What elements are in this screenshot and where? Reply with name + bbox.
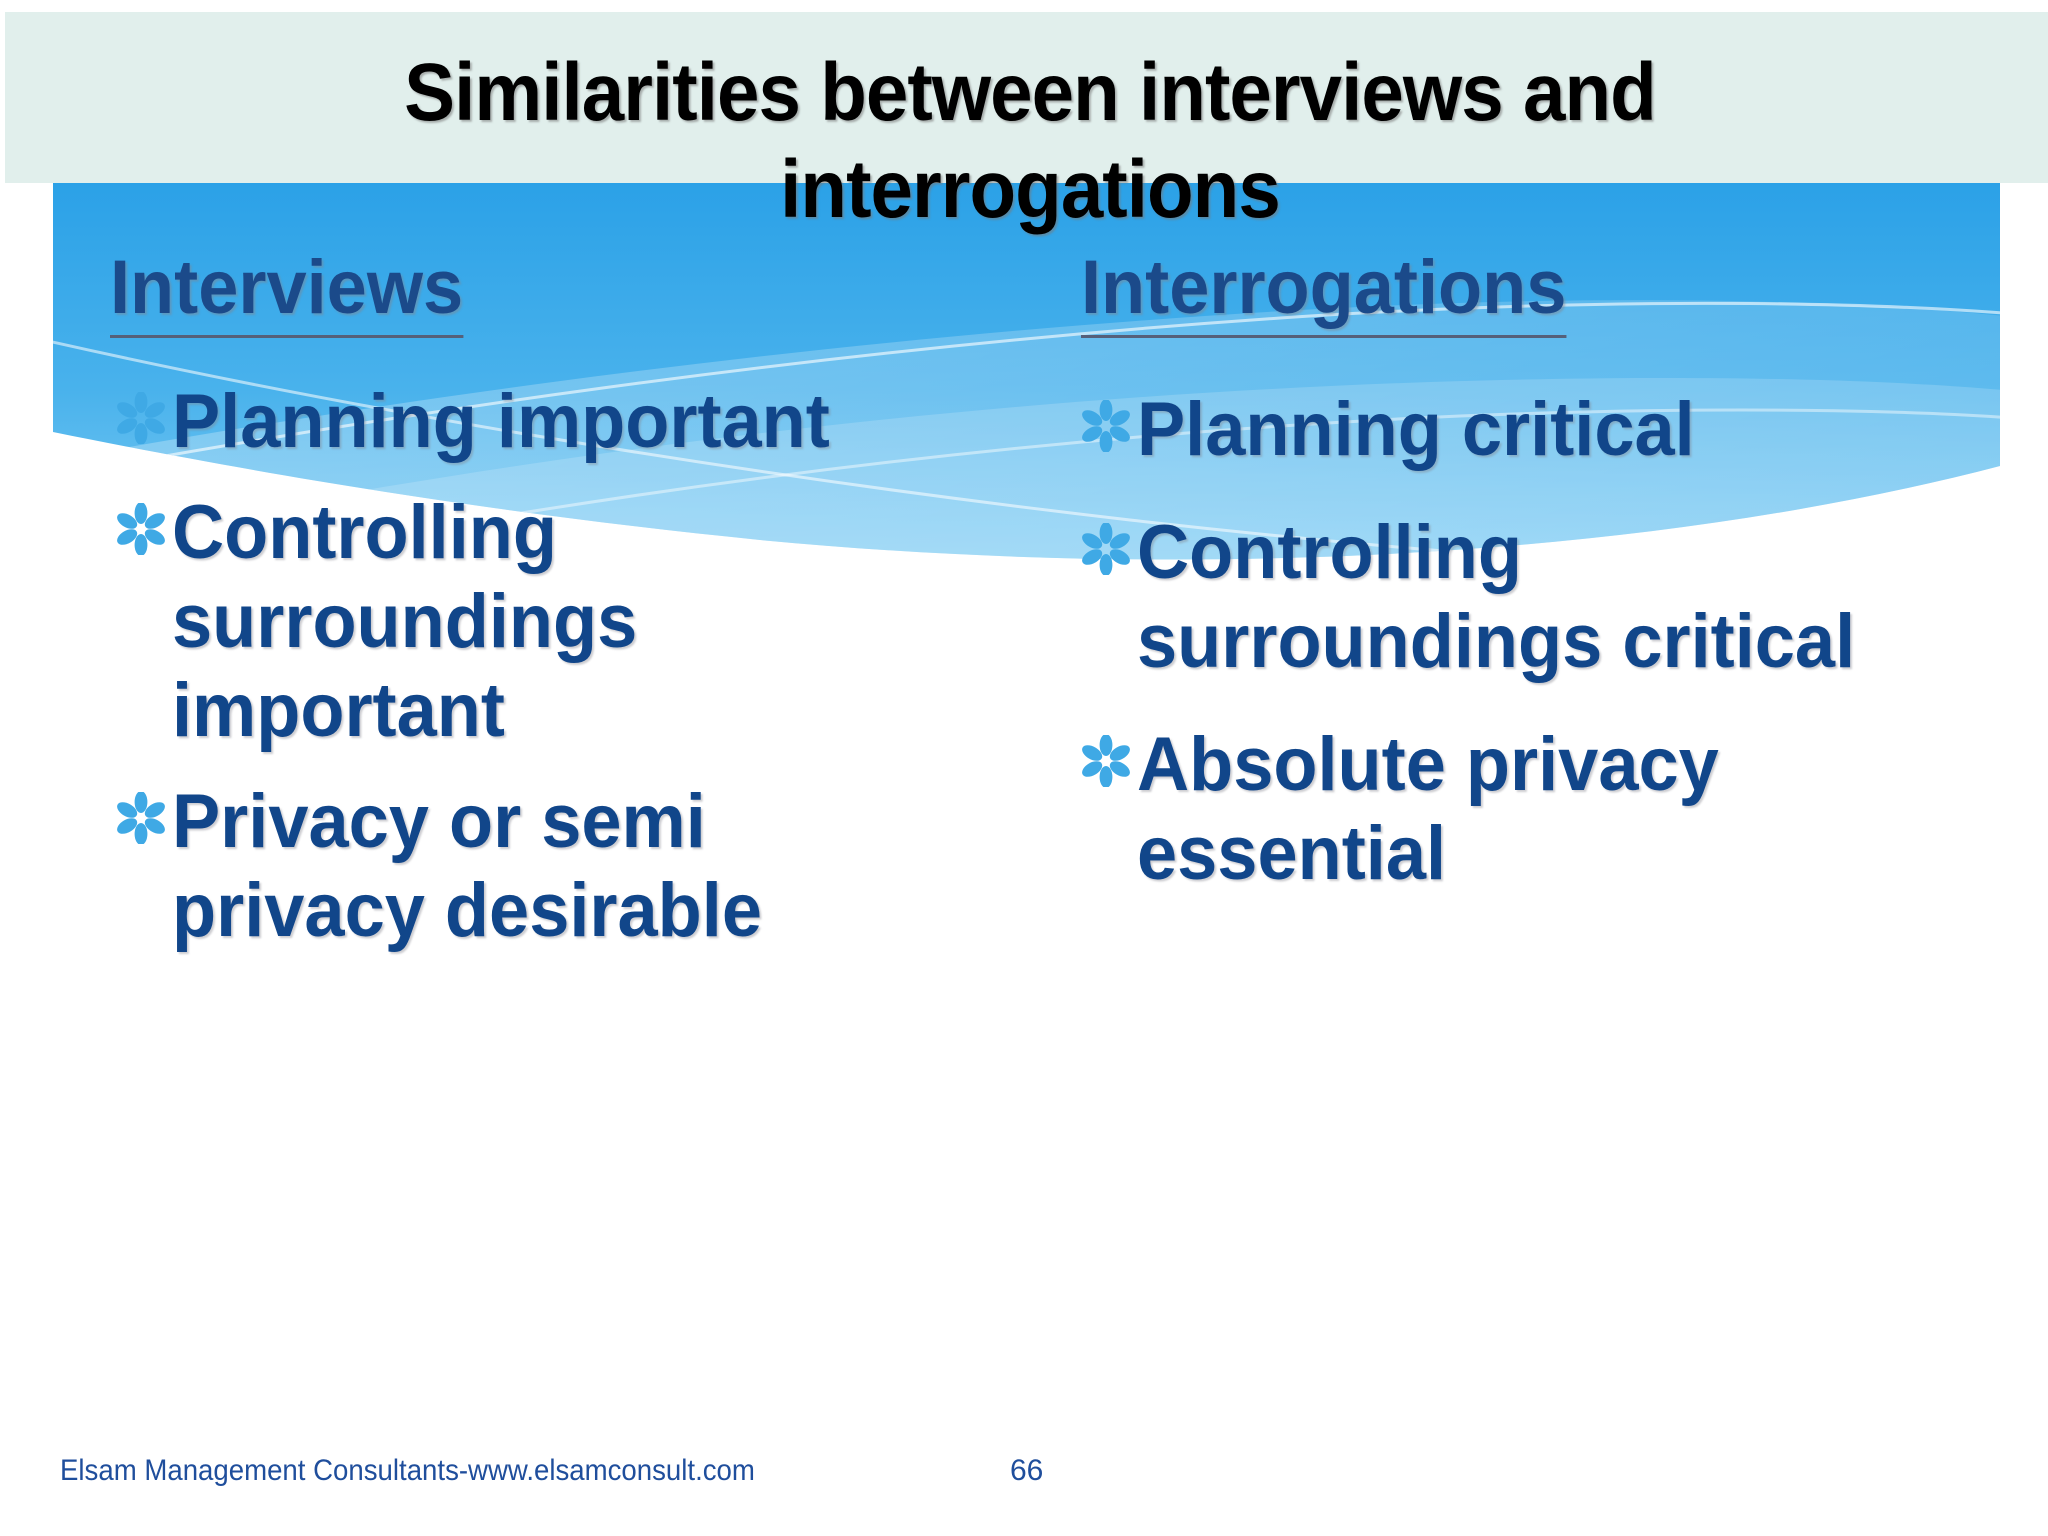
list-item: Absolute privacy essential [1075,721,2028,899]
column-interrogations: Interrogations [1020,250,2048,1400]
asterisk-flower-icon [110,791,172,844]
asterisk-flower-icon [110,502,172,555]
slide-footer: Elsam Management Consultants-www.elsamco… [0,1454,2048,1494]
column-heading-interviews: Interviews [110,250,464,338]
bullet-list-interviews: Planning important [110,378,1000,955]
slide-title: Similarities between interviews and inte… [240,45,1821,239]
list-item: Privacy or semi privacy desirable [110,778,1000,956]
list-item: Planning critical [1075,386,2028,475]
footer-attribution: Elsam Management Consultants-www.elsamco… [60,1454,755,1487]
list-item: Planning important [110,378,1000,467]
asterisk-flower-icon [1075,400,1137,452]
list-item: Controlling surroundings important [110,489,1000,756]
bullet-text: Privacy or semi privacy desirable [172,778,762,953]
asterisk-flower-icon [110,392,172,444]
column-heading-interrogations: Interrogations [1081,250,1567,338]
slide-title-line-2: interrogations [780,143,1281,235]
content-columns: Interviews [0,250,2048,1400]
slide-page-number: 66 [1010,1454,1044,1487]
bullet-text: Absolute privacy essential [1137,721,1719,896]
bullet-text: Controlling surroundings critical [1137,509,1856,684]
bullet-text: Controlling surroundings important [172,489,638,753]
asterisk-flower-icon [1075,522,1137,575]
list-item: Controlling surroundings critical [1075,509,2028,687]
slide-title-line-1: Similarities between interviews and [404,47,1657,138]
column-interviews: Interviews [0,250,1020,1400]
asterisk-flower-icon [1075,734,1137,787]
bullet-list-interrogations: Planning critical [1075,386,2028,899]
bullet-text: Planning critical [1137,387,1695,472]
bullet-text: Planning important [172,379,830,464]
